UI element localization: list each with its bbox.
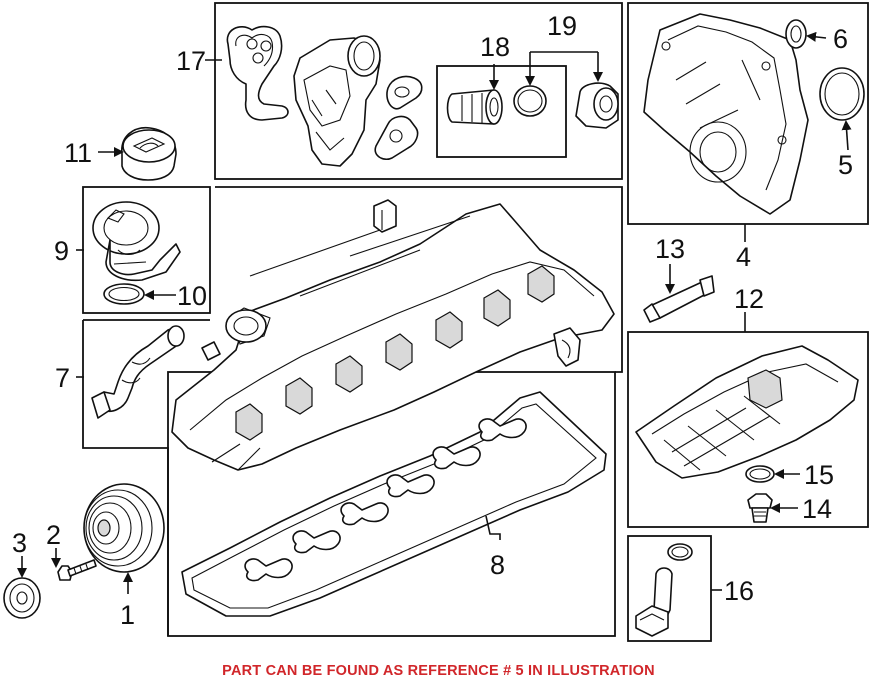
oil-filler-cap <box>121 127 177 181</box>
callout-12: 12 <box>734 284 764 314</box>
callout-17: 17 <box>176 46 206 76</box>
oil-filter-housing-seals <box>374 75 423 161</box>
oil-filter-housing <box>293 35 381 167</box>
oil-pan <box>635 345 859 479</box>
callout-15: 15 <box>804 460 834 490</box>
frame-oil-filter-housing <box>214 2 623 180</box>
reference-note: PART CAN BE FOUND AS REFERENCE # 5 IN IL… <box>222 663 655 679</box>
oil-filter-element <box>446 89 503 125</box>
callout-18: 18 <box>480 32 510 62</box>
callout-8: 8 <box>490 550 505 580</box>
callout-9: 9 <box>54 236 69 266</box>
leader-6 <box>806 31 827 42</box>
callout-16: 16 <box>724 576 754 606</box>
oil-filter-seal-ring <box>513 85 547 117</box>
valve-cover-clip-top <box>373 199 397 233</box>
oil-filter-housing-gasket <box>226 25 289 121</box>
oil-drain-plug <box>747 493 773 523</box>
spark-plug-tube-seals <box>244 418 527 582</box>
callout-4: 4 <box>736 242 751 272</box>
crankcase-vent-hose <box>91 325 185 419</box>
valve-cover-clip-side <box>553 327 581 367</box>
valve-cover-gasket <box>181 391 607 617</box>
callout-7: 7 <box>55 363 70 393</box>
callout-11: 11 <box>64 138 92 168</box>
callout-6: 6 <box>833 24 848 54</box>
valve-cover <box>171 203 615 471</box>
thermostat-seal <box>103 283 145 305</box>
callout-3: 3 <box>12 528 27 558</box>
callout-14: 14 <box>802 494 832 524</box>
callout-5: 5 <box>838 150 853 180</box>
frame-oil-pan <box>627 331 869 528</box>
leader-8 <box>485 515 501 540</box>
pulley-bolt <box>57 559 97 581</box>
oil-filter-cap <box>575 82 619 129</box>
sealant-tube <box>643 275 715 323</box>
callout-19: 19 <box>547 11 577 41</box>
pulley-washer <box>3 577 41 619</box>
frame-oil-filter-element <box>436 65 567 158</box>
frame-valve-cover <box>215 186 623 373</box>
frame-oil-level-sensor <box>627 535 712 642</box>
leader-5 <box>841 120 852 151</box>
thermostat <box>92 201 181 282</box>
oil-level-sensor <box>635 543 693 637</box>
timing-cover-seal <box>819 67 865 121</box>
callout-2: 2 <box>46 520 61 550</box>
callout-13: 13 <box>655 234 685 264</box>
oil-pan-seal-ring <box>745 465 775 483</box>
timing-cover-plug <box>785 19 807 49</box>
callout-1: 1 <box>120 600 135 630</box>
camshaft-bearing-caps <box>235 215 555 441</box>
frame-timing-cover <box>627 2 869 225</box>
timing-cover <box>643 13 809 215</box>
callout-10: 10 <box>177 281 207 311</box>
crankshaft-pulley <box>83 483 165 573</box>
